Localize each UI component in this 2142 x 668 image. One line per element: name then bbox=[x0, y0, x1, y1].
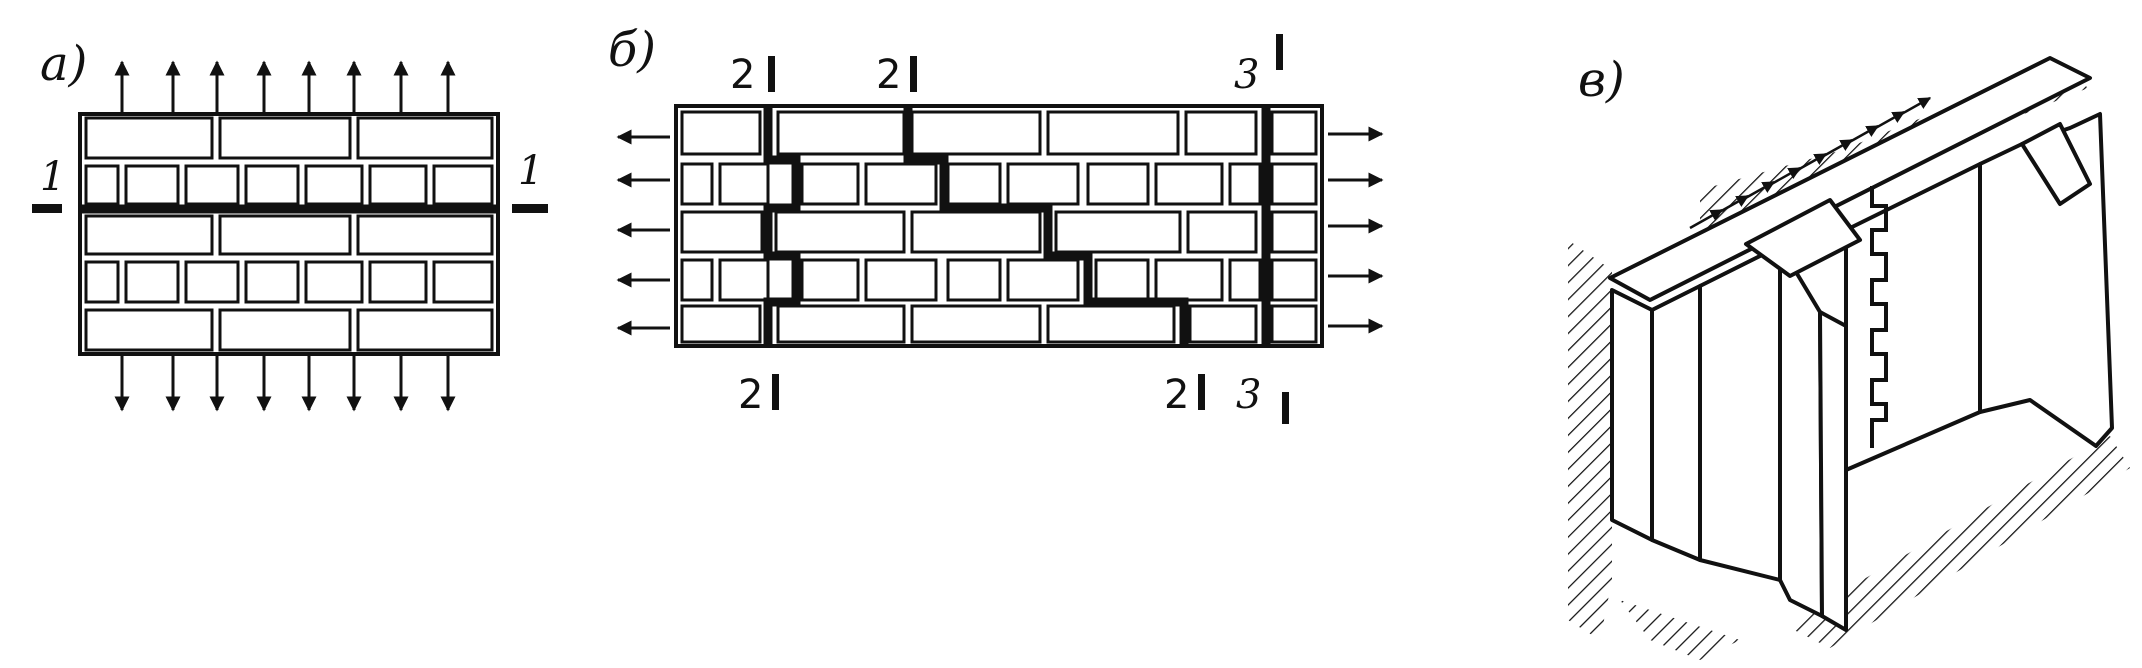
figure-c-label: в) bbox=[1578, 52, 1625, 108]
section-mark-right bbox=[512, 204, 548, 213]
toothing-joint bbox=[1870, 186, 1888, 448]
section-label-2-bottom-left: 2 bbox=[738, 372, 763, 418]
section-label-3-top: 3 bbox=[1234, 52, 1259, 98]
failure-line-2-left bbox=[763, 108, 801, 346]
section-label-left: 1 bbox=[40, 154, 65, 200]
tension-arrows-right bbox=[1328, 126, 1384, 334]
section-label-2-top-mid: 2 bbox=[876, 52, 901, 98]
section-label-right: 1 bbox=[518, 148, 543, 194]
tension-arrows-diagonal bbox=[1689, 96, 1932, 230]
section-label-2-top-left: 2 bbox=[730, 52, 755, 98]
figure-b-label: б) bbox=[608, 22, 656, 78]
tension-arrows-down bbox=[114, 356, 456, 412]
brick-wall-b bbox=[674, 104, 1324, 348]
figure-a-label: а) bbox=[40, 36, 87, 92]
tension-arrows-left bbox=[616, 129, 670, 336]
brick-wall-a bbox=[78, 112, 500, 356]
figure-b: б) bbox=[608, 22, 1384, 424]
failure-line-2-diagonal bbox=[903, 108, 1189, 346]
wall-edges bbox=[1651, 164, 1982, 562]
section-mark-left bbox=[32, 204, 62, 213]
section-label-3-bottom: 3 bbox=[1236, 372, 1261, 418]
figure-a: а) bbox=[32, 36, 548, 412]
tension-arrows-up bbox=[114, 60, 456, 112]
section-label-2-bottom-right: 2 bbox=[1164, 372, 1189, 418]
wall-with-pilasters bbox=[1608, 56, 2114, 632]
figure-c: в) bbox=[1568, 52, 2130, 660]
